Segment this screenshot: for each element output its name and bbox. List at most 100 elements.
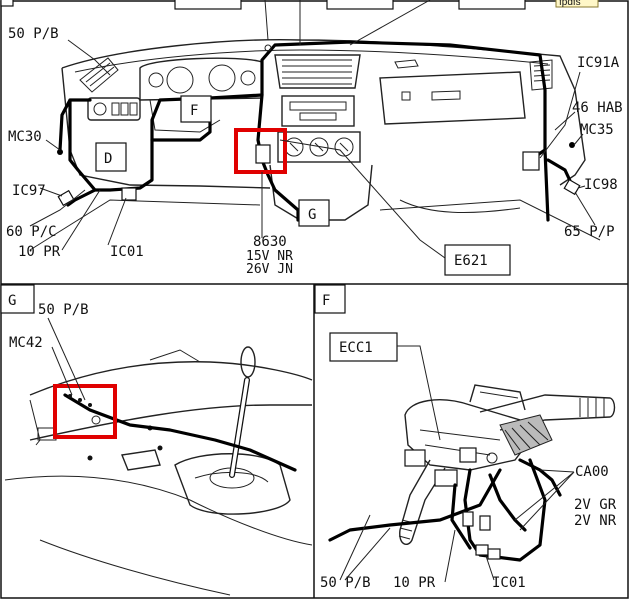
f-leader-ca00 — [514, 469, 575, 531]
g-conn-dot-1 — [68, 394, 72, 398]
g-conn-dot-2 — [78, 398, 82, 402]
f-upper-stalk-grip — [579, 398, 605, 417]
passenger-vent-small — [394, 59, 419, 69]
callout-f-box — [180, 95, 212, 123]
label-60pc: 60 P/C — [6, 224, 57, 240]
glovebox — [379, 71, 526, 125]
center-vent-slats — [282, 59, 352, 85]
g-harness — [63, 393, 297, 472]
switch-3 — [129, 102, 138, 116]
g-highlight-mc42 — [53, 384, 117, 439]
f-conn-ic01 — [475, 544, 489, 556]
callout-d-box — [95, 142, 127, 172]
connector-ic91a — [522, 151, 540, 171]
dash-fixing — [264, 44, 272, 52]
heater-knob-3 — [334, 137, 354, 157]
callout-d: D — [104, 151, 112, 167]
bulkhead-lines — [29, 199, 601, 251]
f-upper-stalk — [479, 394, 616, 431]
f-label-ic01: IC01 — [492, 575, 526, 591]
g-label-50pb: 50 P/B — [38, 302, 89, 318]
f-wire-d — [518, 458, 562, 497]
f-conn-small-1 — [462, 511, 474, 527]
label-ic01: IC01 — [110, 244, 144, 260]
connector-8630 — [255, 144, 271, 164]
g-conn-dot-3 — [88, 403, 92, 407]
top-corner-box — [0, 0, 14, 7]
corner-tag-box — [555, 0, 599, 8]
panel-f: F ECC1 — [314, 284, 617, 591]
panel-g-title: G — [8, 293, 16, 309]
g-bracket — [149, 349, 201, 363]
leader-50pb — [67, 39, 111, 76]
top-box-2 — [326, 0, 394, 10]
label-8630: 8630 — [253, 234, 287, 250]
f-leader-ic01 — [485, 555, 495, 581]
label-46hab: 46 HAB — [572, 100, 623, 116]
leader-60pc — [29, 189, 86, 227]
label-10pr: 10 PR — [18, 244, 61, 260]
connector-ic98 — [563, 178, 581, 196]
f-wire-c — [488, 473, 527, 532]
f-label-ca00: CA00 — [575, 464, 609, 480]
connector-ic01 — [121, 187, 137, 201]
harness-branch-g — [256, 93, 300, 222]
panel-f-title-box — [314, 284, 346, 314]
f-label-50pb: 50 P/B — [320, 575, 371, 591]
ground-mc30 — [57, 149, 63, 155]
label-ic91a: IC91A — [577, 55, 620, 71]
g-ground-mc42 — [91, 415, 101, 425]
leader-10pr — [61, 189, 101, 251]
f-screw — [486, 452, 498, 464]
right-vent — [529, 59, 553, 91]
radio-slot — [299, 112, 337, 121]
g-floor-curve — [4, 475, 313, 546]
gauge-small-left — [148, 72, 164, 88]
f-hub-hatch — [504, 421, 549, 451]
f-conn-small-2 — [479, 515, 491, 531]
g-floor-lower — [39, 539, 231, 596]
left-vent — [79, 57, 119, 93]
f-rear-bracket — [469, 384, 526, 411]
label-50pb: 50 P/B — [8, 26, 59, 42]
panel-f-title: F — [322, 293, 330, 309]
heater-panel — [277, 131, 361, 163]
top-panel: fpdfs — [0, 0, 623, 277]
gauge-small-right — [240, 70, 256, 86]
label-ic98: IC98 — [584, 177, 618, 193]
switch-panel — [87, 97, 141, 121]
f-leader-10pr — [444, 529, 456, 583]
left-vent-slats — [85, 62, 115, 87]
g-pad — [121, 449, 161, 471]
g-leader-50pb — [47, 317, 86, 401]
f-switch-body-lines — [419, 429, 501, 456]
gauge-left — [166, 66, 194, 94]
callout-e621-box — [444, 244, 511, 276]
instrument-cluster — [139, 57, 263, 101]
heater-knob-2 — [309, 137, 329, 157]
label-ic97: IC97 — [12, 183, 46, 199]
f-connector-1 — [404, 449, 426, 467]
g-gear-lever — [230, 378, 249, 477]
dashboard-inner-line — [74, 49, 549, 73]
label-mc30: MC30 — [8, 129, 42, 145]
g-dot-3 — [157, 445, 163, 451]
leader-e621 — [279, 139, 446, 259]
g-floor-line — [29, 404, 312, 441]
f-connector-2 — [434, 469, 458, 487]
top-box-1 — [174, 0, 242, 10]
g-dot-2 — [87, 455, 93, 461]
label-26vjn: 26V JN — [246, 262, 293, 277]
callout-g: G — [308, 207, 316, 223]
glovebox-handle — [431, 90, 461, 101]
label-65pp: 65 P/P — [564, 224, 615, 240]
g-tunnel-top — [29, 361, 313, 396]
switch-1 — [111, 102, 120, 116]
callout-f: F — [190, 103, 198, 119]
harness-branch-ic97 — [66, 188, 97, 207]
leader-ic01 — [107, 197, 127, 246]
leader-ic97 — [39, 187, 63, 197]
switch-2 — [120, 102, 129, 116]
leader-top-boxes — [264, 0, 431, 46]
